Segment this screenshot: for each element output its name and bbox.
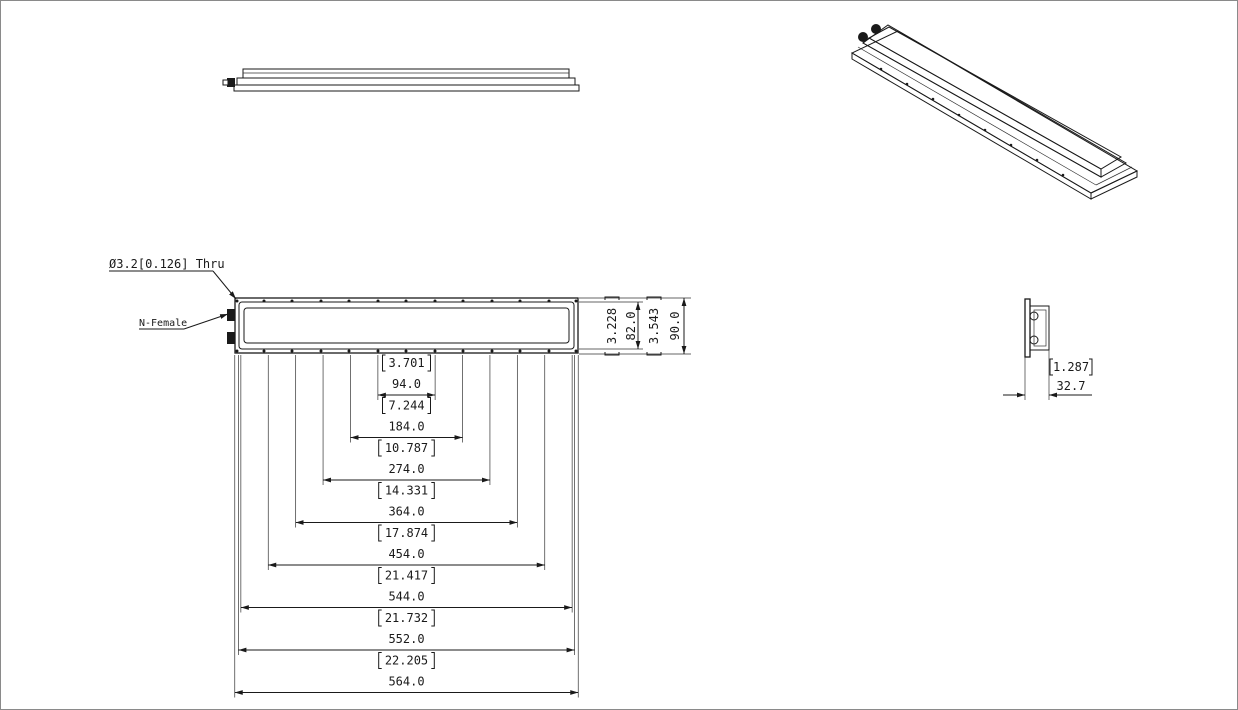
inch-brackets (378, 482, 435, 499)
dimension-inch-label: 14.331 (385, 484, 428, 498)
inch-brackets (378, 609, 435, 627)
mounting-holes-bottom (235, 349, 578, 353)
horizontal-dimensions: 3.701 94.0 7.244 184.0 10.787 274.0 14.331 364.… (234, 354, 579, 698)
dimension-inch-label: 22.205 (385, 654, 428, 668)
height-inner-mm: 82.0 (624, 312, 638, 341)
height-inner-inch: 3.228 (605, 308, 619, 344)
height-outer-inch: 3.543 (647, 308, 661, 344)
dimension-inch-label: 21.732 (385, 611, 428, 625)
dimension-mm-label: 544.0 (388, 590, 424, 604)
inch-brackets (378, 567, 435, 584)
top-elevation-view (222, 68, 580, 92)
inch-brackets (378, 524, 435, 542)
mounting-holes-top (235, 299, 578, 303)
isometric-view (850, 24, 1139, 200)
hole-callout: Ø3.2[0.126] Thru (109, 257, 237, 300)
dimension-inch-label: 10.787 (385, 441, 428, 455)
front-plan-view (227, 297, 579, 354)
side-depth-inch: 1.287 (1053, 360, 1089, 374)
connector-icon (227, 309, 235, 321)
side-view: 1.287 32.7 (1003, 298, 1093, 400)
height-outer-mm: 90.0 (668, 312, 682, 341)
side-depth-mm: 32.7 (1057, 379, 1086, 393)
dimension-inch-label: 3.701 (388, 356, 424, 370)
dimension-mm-label: 564.0 (388, 675, 424, 689)
inch-brackets (382, 397, 431, 414)
connector-note: N-Female (139, 318, 187, 329)
inch-brackets (378, 652, 435, 669)
vertical-dimensions: 3.228 82.0 3.543 90.0 (579, 296, 691, 356)
dimension-mm-label: 552.0 (388, 632, 424, 646)
inch-brackets (382, 354, 431, 372)
dimension-inch-label: 7.244 (388, 399, 424, 413)
dimension-mm-label: 454.0 (388, 547, 424, 561)
inch-brackets (378, 439, 435, 457)
dimension-mm-label: 184.0 (388, 420, 424, 434)
dimension-mm-label: 274.0 (388, 462, 424, 476)
connector-icon (871, 24, 881, 34)
dimension-inch-label: 21.417 (385, 569, 428, 583)
dimension-mm-label: 94.0 (392, 377, 421, 391)
connector-callout: N-Female (139, 313, 229, 330)
dimension-mm-label: 364.0 (388, 505, 424, 519)
hole-note: Ø3.2[0.126] Thru (109, 257, 225, 271)
dimension-inch-label: 17.874 (385, 526, 428, 540)
connector-icon (227, 78, 235, 87)
